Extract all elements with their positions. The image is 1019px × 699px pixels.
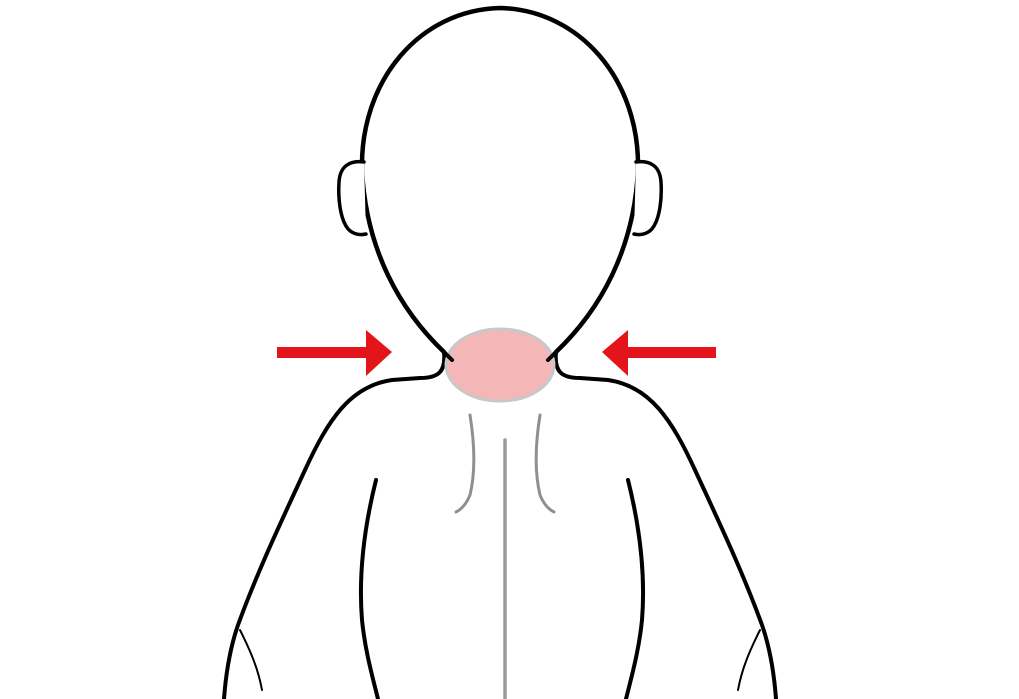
torso-outline <box>222 350 447 699</box>
arrow-left-icon <box>602 330 716 376</box>
right-ear <box>632 159 663 237</box>
left-elbow-crease <box>239 629 263 691</box>
right-neck-muscle <box>534 413 556 514</box>
neck-right-edge <box>546 350 558 362</box>
neck-left-edge <box>442 350 454 362</box>
left-neck-muscle <box>454 413 476 514</box>
left-back-edge <box>358 478 380 699</box>
arrow-right-icon <box>277 330 392 376</box>
torso-outline-right <box>553 350 778 699</box>
neck-highlight <box>444 327 556 403</box>
right-back-edge <box>624 478 646 699</box>
left-ear <box>337 159 368 237</box>
head-outline <box>359 5 641 355</box>
right-elbow-crease <box>737 629 761 691</box>
